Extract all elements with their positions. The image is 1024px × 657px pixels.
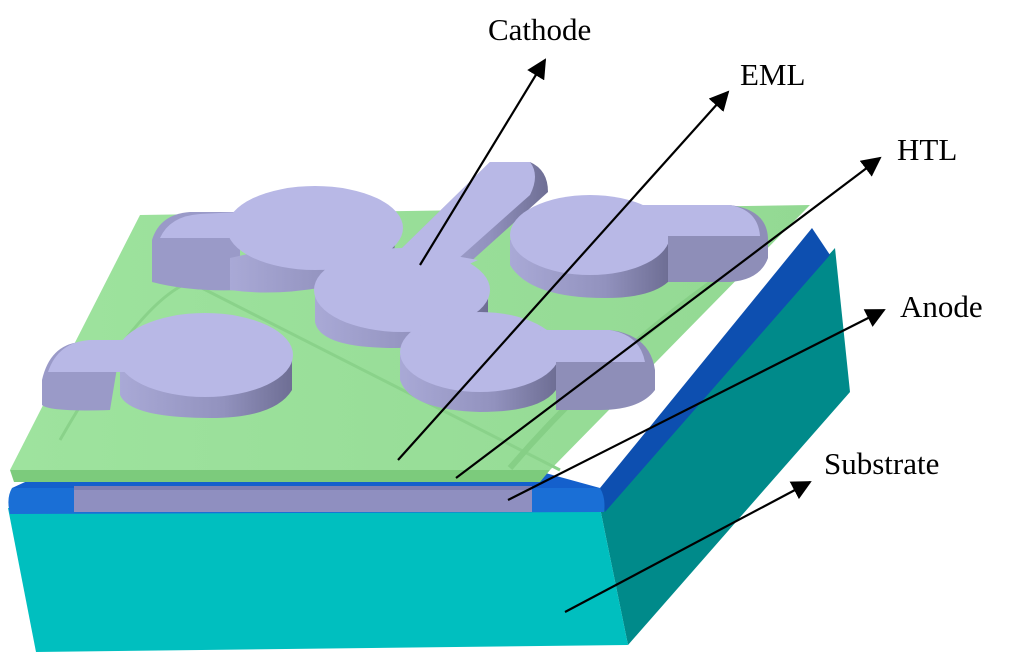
leader-arrows: [397, 58, 886, 613]
cathode-pad-center: [314, 248, 490, 348]
anode-edge: [74, 486, 532, 490]
cathode-arrow: [419, 58, 547, 266]
substrate-side-face: [600, 248, 850, 645]
cathode-pad-right-top: [510, 195, 768, 298]
htl-side-face: [600, 228, 830, 512]
eml-arrow: [397, 90, 730, 461]
cathode-pad-left-top: [152, 186, 403, 293]
substrate-layer: [8, 248, 850, 652]
htl-arrow: [455, 156, 882, 479]
substrate-front-face: [8, 508, 628, 652]
eml-label: EML: [740, 57, 805, 92]
substrate-arrow: [564, 481, 812, 613]
anode-layer: [74, 486, 532, 512]
anode-arrow: [507, 309, 886, 501]
htl-label: HTL: [897, 132, 957, 167]
anode-strip: [74, 488, 532, 512]
eml-front-edge: [10, 470, 550, 482]
anode-label: Anode: [900, 289, 983, 324]
cathode-pad-left-bottom: [42, 313, 293, 418]
substrate-label: Substrate: [824, 446, 939, 481]
cathode-label: Cathode: [488, 12, 591, 47]
cathode-pads: [42, 162, 768, 418]
layer-labels: Cathode EML HTL Anode Substrate: [488, 12, 983, 481]
